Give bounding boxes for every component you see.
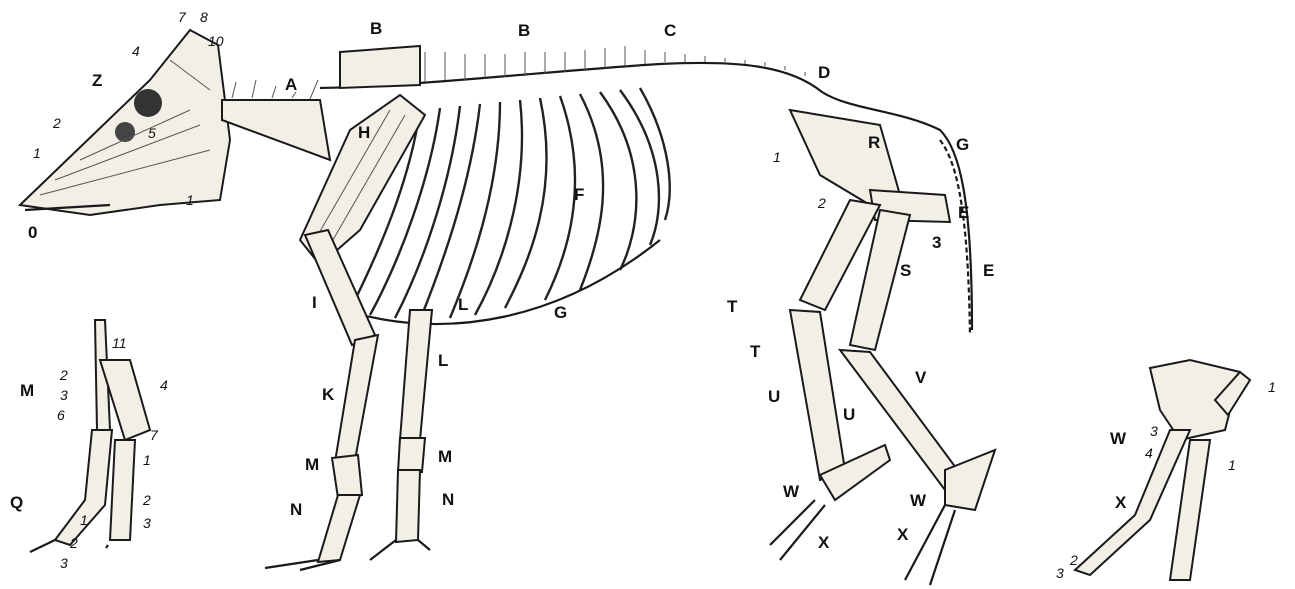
label-f: F <box>574 185 584 204</box>
skull-label-0: 0 <box>28 223 37 242</box>
hindfoot-inset <box>1075 360 1250 580</box>
label-c: C <box>664 21 676 40</box>
label-i: I <box>312 293 317 312</box>
label-u2: U <box>843 405 855 424</box>
inset-left-label-6: 6 <box>57 407 65 423</box>
inset-right-label-3b: 3 <box>1056 565 1064 581</box>
inset-left-label-3c: 3 <box>60 555 68 571</box>
label-l1: L <box>458 295 468 314</box>
label-b1: B <box>370 19 382 38</box>
inset-left-label-2b: 2 <box>142 492 151 508</box>
skull-label-5: 5 <box>148 125 156 141</box>
label-t2: T <box>750 342 761 361</box>
label-e2: E <box>958 203 969 222</box>
skull-label-10: 10 <box>208 33 224 49</box>
inset-left-label-2: 2 <box>59 367 68 383</box>
label-k: K <box>322 385 335 404</box>
inset-right-label-4: 4 <box>1145 445 1153 461</box>
forefoot-inset <box>30 320 150 552</box>
inset-left-label-4: 4 <box>160 377 168 393</box>
front-leg-far <box>370 310 432 560</box>
tail-label-g: G <box>956 135 969 154</box>
skull-label-8: 8 <box>200 9 208 25</box>
inset-right-label-w: W <box>1110 429 1127 448</box>
label-x1: X <box>818 533 830 552</box>
skull <box>20 30 230 215</box>
label-hind-1: 1 <box>773 149 781 165</box>
label-d: D <box>818 63 830 82</box>
label-v: V <box>915 368 927 387</box>
label-hind-2: 2 <box>817 195 826 211</box>
label-r: R <box>868 133 880 152</box>
label-b2: B <box>518 21 530 40</box>
label-hind-3: 3 <box>932 233 941 252</box>
skull-label-1a: 1 <box>33 145 41 161</box>
skull-label-z: Z <box>92 71 102 90</box>
label-n2: N <box>442 490 454 509</box>
label-n1: N <box>290 500 302 519</box>
label-x2: X <box>897 525 909 544</box>
tail <box>940 140 970 335</box>
label-l2: L <box>438 351 448 370</box>
skull-label-2: 2 <box>52 115 61 131</box>
label-m1: M <box>305 455 319 474</box>
label-w1: W <box>783 482 800 501</box>
inset-left-label-11: 11 <box>112 335 127 351</box>
label-m2: M <box>438 447 452 466</box>
label-t1: T <box>727 297 738 316</box>
label-a: A <box>285 75 297 94</box>
inset-left-label-1: 1 <box>143 452 151 468</box>
label-e: E <box>983 261 994 280</box>
label-g: G <box>554 303 567 322</box>
skull-label-1b: 1 <box>186 192 194 208</box>
inset-left-label-m: M <box>20 381 34 400</box>
inset-right-label-1b: 1 <box>1268 379 1276 395</box>
inset-left-label-1c: 1 <box>80 512 88 528</box>
inset-right-label-1: 1 <box>1228 457 1236 473</box>
inset-left-label-7: 7 <box>150 427 159 443</box>
inset-left-label-3: 3 <box>60 387 68 403</box>
inset-right-label-3: 3 <box>1150 423 1158 439</box>
label-w2: W <box>910 491 927 510</box>
inset-right-label-x: X <box>1115 493 1127 512</box>
neck-vertebrae <box>222 80 330 160</box>
skull-label-7: 7 <box>178 9 187 25</box>
inset-right-label-2: 2 <box>1069 552 1078 568</box>
skull-label-4: 4 <box>132 43 140 59</box>
inset-left-label-3b: 3 <box>143 515 151 531</box>
label-u1: U <box>768 387 780 406</box>
label-h: H <box>358 123 370 142</box>
inset-left-label-q: Q <box>10 493 23 512</box>
inset-left-label-2c: 2 <box>69 535 78 551</box>
label-s: S <box>900 261 911 280</box>
